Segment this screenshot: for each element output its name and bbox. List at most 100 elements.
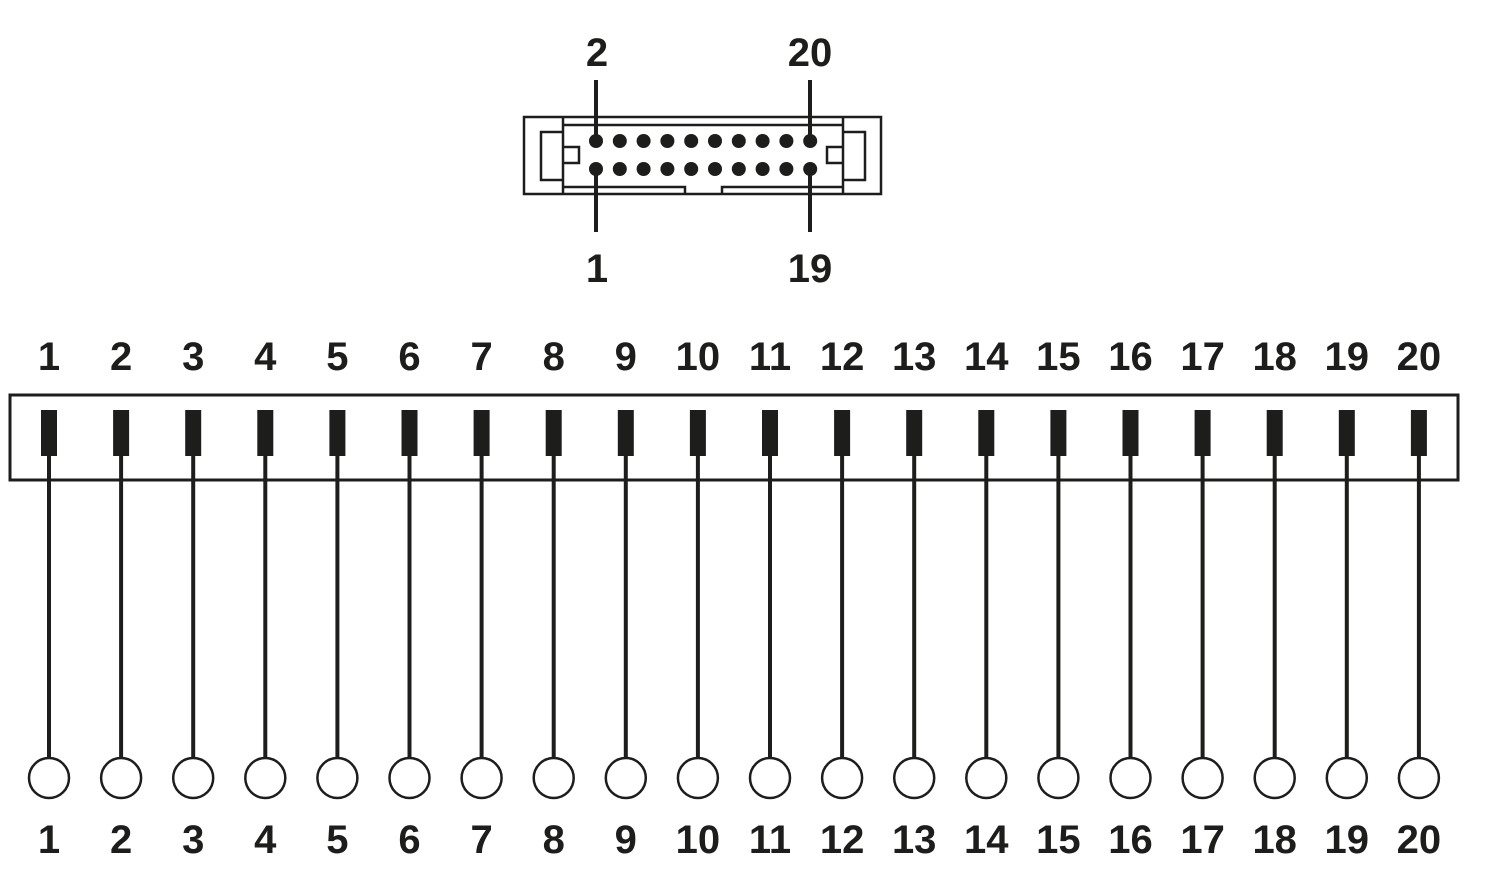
- terminal-circle: [388, 756, 431, 800]
- pin-label-top: 12: [820, 335, 865, 379]
- terminal-label-bottom: 7: [470, 818, 492, 862]
- terminal-circle: [604, 756, 648, 800]
- pin-label-top: 1: [38, 335, 60, 379]
- connector-pin-odd: [660, 162, 675, 176]
- pin-label-top: 20: [1397, 335, 1442, 379]
- connector-pin-odd: [636, 162, 651, 176]
- pin-label-top: 2: [110, 335, 132, 379]
- pin-contact: [1410, 410, 1427, 456]
- connector-label-1: 1: [586, 247, 608, 291]
- pin-contact: [1194, 410, 1211, 456]
- terminal-label-bottom: 17: [1180, 818, 1225, 862]
- connector-pins: [589, 134, 818, 176]
- pin-contact: [257, 410, 274, 456]
- pin-contact: [1122, 410, 1139, 456]
- pin-contact: [978, 410, 995, 456]
- connector-pin-even: [684, 134, 699, 148]
- pin-label-top: 8: [543, 335, 565, 379]
- pin-label-top: 18: [1252, 335, 1297, 379]
- connector-pin-even: [708, 134, 722, 148]
- connector-pin-even: [636, 134, 651, 148]
- terminal-label-bottom: 14: [964, 818, 1009, 862]
- connector-pin-odd: [589, 162, 603, 176]
- terminal-label-bottom: 16: [1108, 818, 1153, 862]
- terminal-label-bottom: 5: [326, 818, 348, 862]
- connector-label-20: 20: [788, 31, 833, 75]
- connector-pin-even: [803, 134, 818, 148]
- pin-label-top: 15: [1036, 335, 1081, 379]
- terminal-strip-body: [8, 393, 1460, 482]
- terminal-circle: [965, 756, 1008, 800]
- connector-pin-even: [612, 134, 627, 148]
- pin-contact: [834, 410, 851, 456]
- terminal-label-bottom: 4: [254, 818, 277, 862]
- terminal-circle: [676, 756, 720, 800]
- pin-label-top: 7: [470, 335, 492, 379]
- pin-contact: [113, 410, 130, 456]
- connector-label-19: 19: [788, 247, 833, 291]
- terminal-circle: [1181, 756, 1224, 800]
- pin-leader-lines: [594, 80, 812, 232]
- connector-label-2: 2: [586, 31, 608, 75]
- terminal-strip: 1122334455667788991010111112121313141415…: [27, 335, 1442, 862]
- terminal-circle: [460, 756, 503, 800]
- terminal-circle: [1325, 756, 1369, 800]
- connector-pin-even: [779, 134, 794, 148]
- pin-contact: [906, 410, 923, 456]
- pin-contact: [1050, 410, 1067, 456]
- terminal-label-bottom: 1: [38, 818, 60, 862]
- terminal-label-bottom: 10: [676, 818, 721, 862]
- pin-label-top: 11: [749, 335, 791, 379]
- pin-contact: [545, 410, 562, 456]
- pin-contact: [473, 410, 490, 456]
- pin-contact: [329, 410, 346, 456]
- terminal-circle: [532, 756, 575, 800]
- terminal-label-bottom: 8: [543, 818, 565, 862]
- pin-label-top: 4: [254, 335, 277, 379]
- pin-label-top: 13: [892, 335, 937, 379]
- pin-label-top: 9: [615, 335, 637, 379]
- pin-contact: [1266, 410, 1283, 456]
- pin-contact: [1338, 410, 1355, 456]
- terminal-circle: [316, 756, 359, 800]
- pin-label-top: 17: [1180, 335, 1225, 379]
- terminal-circle: [1037, 756, 1080, 800]
- terminal-circle: [820, 756, 864, 800]
- terminal-circle: [1397, 756, 1441, 800]
- terminal-label-bottom: 20: [1397, 818, 1442, 862]
- terminal-circle: [27, 756, 71, 800]
- connector-pin-even: [589, 134, 603, 148]
- pin-contact: [689, 410, 706, 456]
- connector-pin-even: [660, 134, 675, 148]
- pin-label-top: 6: [398, 335, 420, 379]
- pin-label-top: 5: [326, 335, 348, 379]
- pin-label-top: 14: [964, 335, 1009, 379]
- pin-label-top: 19: [1325, 335, 1370, 379]
- connector-pin-even: [755, 134, 770, 148]
- pin-contact: [41, 410, 57, 456]
- terminal-label-bottom: 19: [1325, 818, 1370, 862]
- connector-pin-odd: [684, 162, 699, 176]
- connector-outer-frame: [522, 115, 883, 196]
- terminal-label-bottom: 18: [1252, 818, 1297, 862]
- terminal-label-bottom: 6: [398, 818, 420, 862]
- connector-right-key: [825, 130, 867, 182]
- pin-contact: [762, 410, 778, 456]
- pin-label-top: 16: [1108, 335, 1153, 379]
- connector-pin-odd: [755, 162, 770, 176]
- terminal-label-bottom: 2: [110, 818, 132, 862]
- terminal-circle: [171, 756, 215, 800]
- connector-header: [522, 80, 883, 232]
- pin-label-top: 3: [182, 335, 204, 379]
- terminal-circle: [748, 756, 792, 800]
- pin-contact: [185, 410, 202, 456]
- terminal-label-bottom: 13: [892, 818, 937, 862]
- connector-pin-odd: [779, 162, 794, 176]
- terminal-label-bottom: 15: [1036, 818, 1081, 862]
- terminal-label-bottom: 3: [182, 818, 204, 862]
- connector-inner-frame: [561, 117, 845, 194]
- terminal-label-bottom: 11: [749, 818, 791, 862]
- terminal-label-bottom: 9: [615, 818, 637, 862]
- connector-pin-odd: [612, 162, 627, 176]
- terminal-circle: [244, 756, 287, 800]
